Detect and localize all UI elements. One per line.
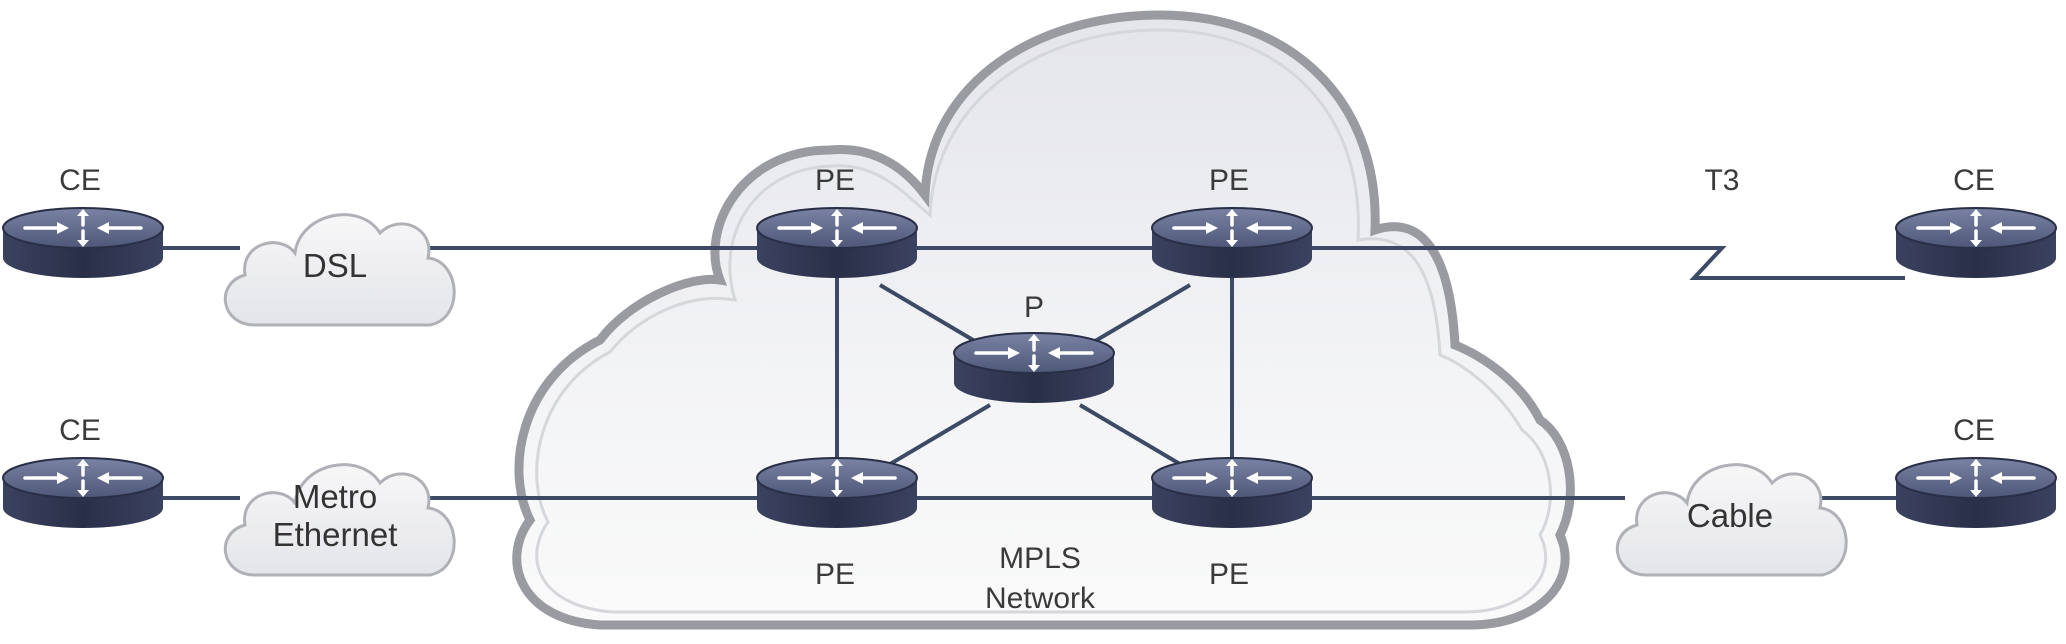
pe-top-left-label: PE xyxy=(815,164,855,197)
pe-bottom-left-label: PE xyxy=(815,558,855,591)
router-icon xyxy=(1150,206,1314,280)
pe-bottom-right-label: PE xyxy=(1209,558,1249,591)
metro-label-line2: Ethernet xyxy=(273,516,398,553)
router-icon xyxy=(1150,456,1314,530)
cable-cloud: Cable xyxy=(1615,463,1848,577)
router-icon xyxy=(1894,206,2058,280)
network-links xyxy=(160,246,1905,500)
p-core-label: P xyxy=(1024,291,1044,324)
ce-bottom-right-label: CE xyxy=(1953,414,1995,447)
pe-top-right-label: PE xyxy=(1209,164,1249,197)
t3-link-label: T3 xyxy=(1704,164,1739,197)
metro-label-line1: Metro xyxy=(293,478,377,515)
ce-bottom-left-label: CE xyxy=(59,414,101,447)
dsl-cloud: DSL xyxy=(223,213,456,327)
mpls-label-line2: Network xyxy=(985,582,1096,615)
ce-top-left-label: CE xyxy=(59,164,101,197)
router-icon xyxy=(1,456,165,530)
metro-ethernet-cloud: Metro Ethernet xyxy=(223,463,456,577)
router-icon xyxy=(952,331,1116,405)
router-icon xyxy=(1,206,165,280)
ce-top-right-label: CE xyxy=(1953,164,1995,197)
router-icon xyxy=(755,206,919,280)
cable-label: Cable xyxy=(1687,497,1773,534)
mpls-label-line1: MPLS xyxy=(999,542,1081,575)
dsl-label: DSL xyxy=(303,247,367,284)
router-icon xyxy=(1894,456,2058,530)
router-icon xyxy=(755,456,919,530)
